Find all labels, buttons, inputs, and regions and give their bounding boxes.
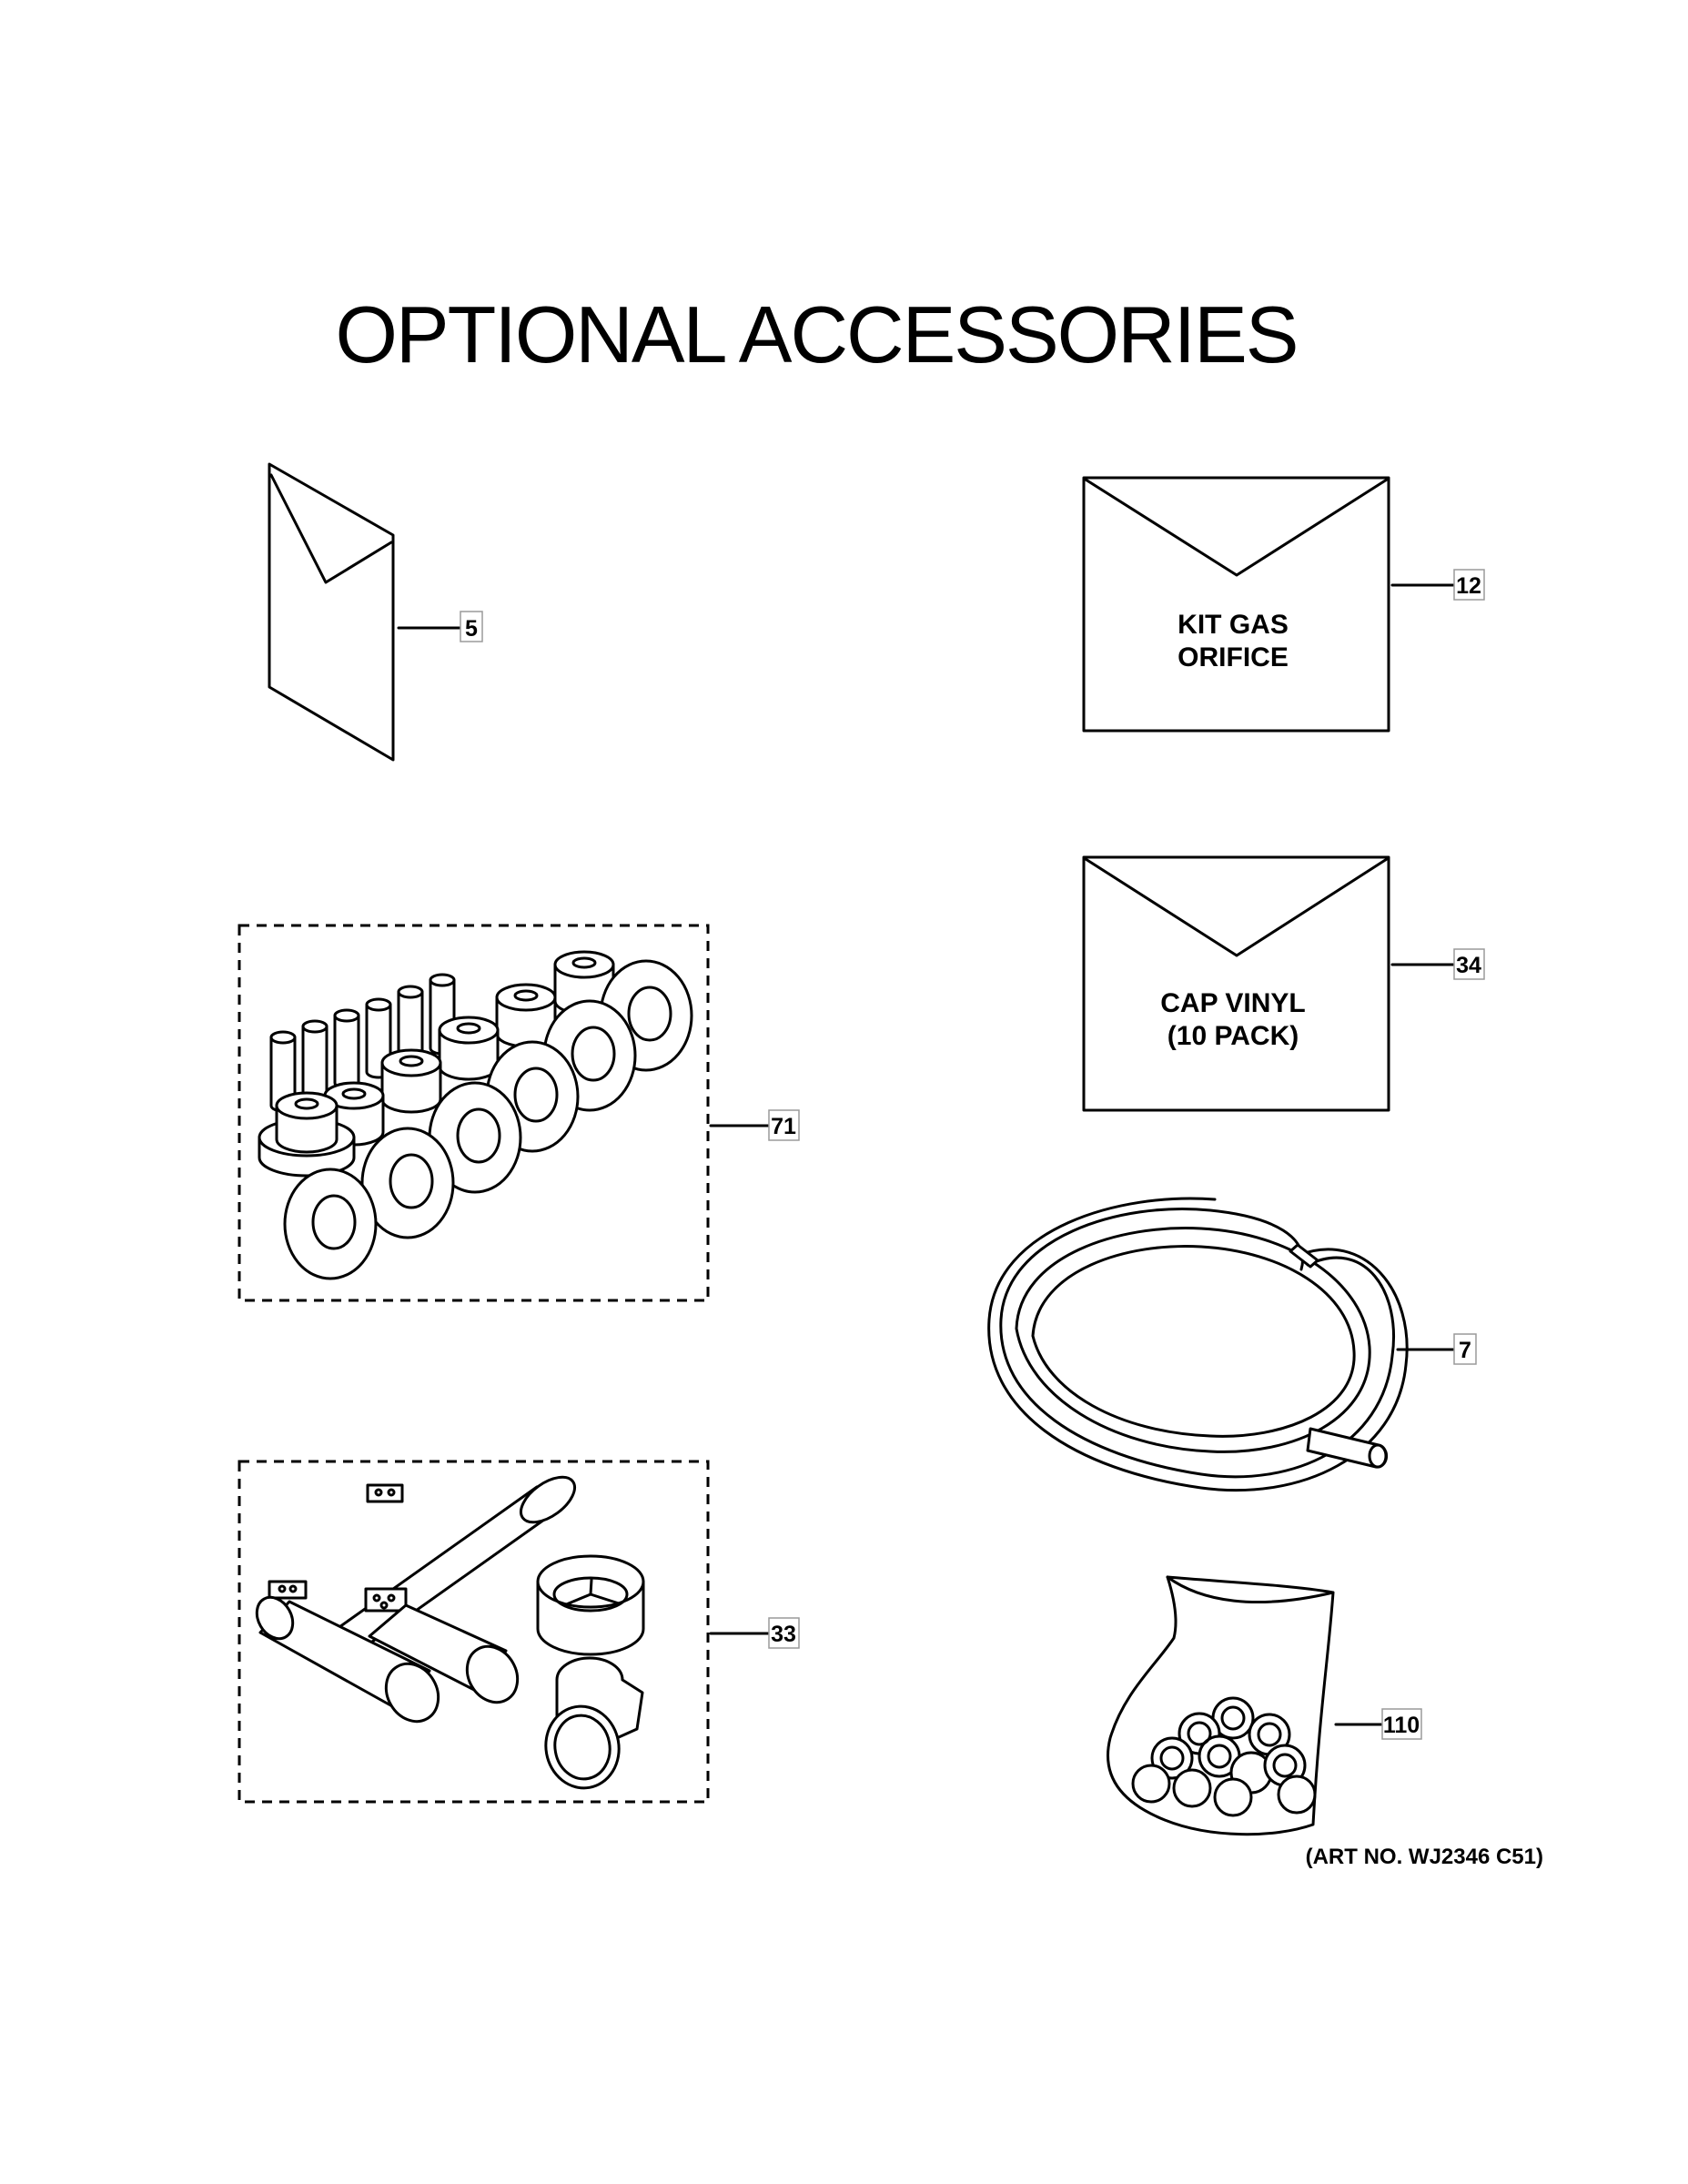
callout-34: 34 xyxy=(1456,953,1481,978)
screw-bag: 110 xyxy=(1107,1575,1422,1836)
callout-7: 7 xyxy=(1459,1338,1471,1363)
envelope-label-line1: KIT GAS xyxy=(1178,610,1289,640)
kit-gas-orifice-envelope: KIT GAS ORIFICE 12 xyxy=(1082,476,1485,733)
threaded-elbow xyxy=(544,1656,644,1790)
callout-71: 71 xyxy=(771,1114,796,1139)
conversion-kit-group: 33 xyxy=(238,1460,800,1804)
straight-pipes xyxy=(255,1595,520,1724)
bracket-tube xyxy=(268,1475,576,1663)
callout-12: 12 xyxy=(1456,573,1481,599)
envelope-label-line2: (10 PACK) xyxy=(1167,1021,1299,1051)
callout-5: 5 xyxy=(465,616,478,642)
orifice-kit-group: 71 xyxy=(238,924,800,1302)
knurled-screws xyxy=(1131,1696,1317,1817)
orifice-cups xyxy=(258,950,615,1178)
page-title: OPTIONAL ACCESSORIES xyxy=(335,289,1297,379)
vent-ring xyxy=(536,1554,645,1656)
callout-110: 110 xyxy=(1383,1713,1420,1738)
cap-vinyl-envelope: CAP VINYL (10 PACK) 34 xyxy=(1082,855,1485,1112)
envelope-label-line1: CAP VINYL xyxy=(1160,988,1305,1018)
envelope-label-line2: ORIFICE xyxy=(1178,642,1289,672)
callout-33: 33 xyxy=(771,1622,796,1647)
tubing-coil: 7 xyxy=(987,1197,1477,1492)
art-number: (ART NO. WJ2346 C51) xyxy=(1306,1845,1543,1869)
orifice-rings xyxy=(283,959,693,1280)
literature-sheet: 5 xyxy=(268,462,483,762)
